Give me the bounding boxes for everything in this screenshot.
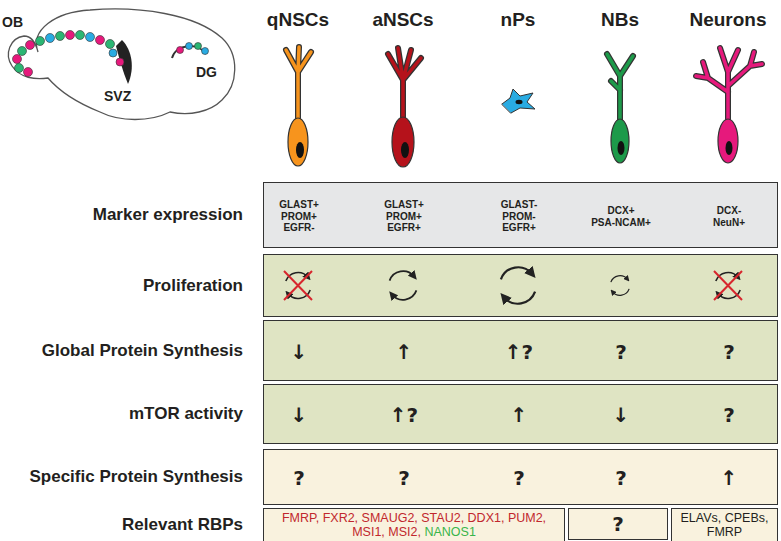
region-label: DG	[196, 64, 217, 80]
level-symbol: ?	[398, 466, 410, 490]
column-header: qNSCs	[267, 9, 329, 31]
box-fill	[263, 384, 778, 444]
level-symbol: ?	[513, 466, 525, 490]
column-header: nPs	[501, 9, 536, 31]
level-symbol: ↑	[721, 466, 738, 490]
column-header: Neurons	[689, 9, 766, 31]
marker-text: DCX- NeuN+	[697, 205, 761, 228]
row-box: Global Protein Synthesis↓↑↑???	[263, 320, 778, 381]
column-header: NBs	[601, 9, 639, 31]
level-symbol: ↓	[291, 340, 308, 364]
level-symbol: ↑?	[390, 403, 418, 427]
level-symbol: ↓	[613, 403, 630, 427]
cell-illustrations	[286, 47, 762, 167]
box-fill	[568, 508, 668, 540]
text-wrap: ELAVs, CPEBs, FMRP	[672, 509, 777, 541]
row-label: Marker expression	[93, 205, 243, 225]
proliferation-icons	[284, 267, 742, 303]
row-label: mTOR activity	[129, 404, 243, 424]
rbp-list: NANOS1	[424, 525, 475, 539]
level-symbol: ?	[723, 340, 735, 364]
row-label: Specific Protein Synthesis	[29, 467, 243, 487]
rbp-list: FMRP, FXR2, SMAUG2, STAU2, DDX1, PUM2, M…	[282, 511, 546, 539]
level-symbol: ?	[615, 466, 627, 490]
level-symbol: ↓	[291, 403, 308, 427]
row-box: Marker expressionGLAST+ PROM+ EGFR-GLAST…	[263, 182, 778, 248]
row-label: Proliferation	[143, 276, 243, 296]
brain-sketch	[8, 9, 234, 119]
row-box: mTOR activity↓↑?↑↓?	[263, 384, 778, 444]
level-symbol: ↑?	[505, 340, 533, 364]
level-symbol: ↑	[511, 403, 528, 427]
level-symbol: ?	[612, 512, 624, 536]
box-fill	[263, 320, 778, 381]
box-fill	[263, 182, 778, 248]
text-wrap: FMRP, FXR2, SMAUG2, STAU2, DDX1, PUM2, M…	[264, 509, 564, 541]
rbp-box: ELAVs, CPEBs, FMRP	[671, 508, 778, 541]
box-fill	[263, 449, 778, 505]
level-symbol: ?	[615, 340, 627, 364]
level-symbol: ↑	[396, 340, 413, 364]
box-fill	[263, 508, 565, 541]
text-flow: FMRP, FXR2, SMAUG2, STAU2, DDX1, PUM2, M…	[269, 511, 559, 539]
row-box: Proliferation	[263, 254, 778, 317]
row-label: Global Protein Synthesis	[42, 341, 243, 361]
region-label: SVZ	[104, 88, 131, 104]
level-symbol: ?	[723, 403, 735, 427]
marker-text: GLAST+ PROM+ EGFR-	[267, 199, 331, 234]
box-fill	[263, 254, 778, 317]
level-symbol: ?	[293, 466, 305, 490]
marker-text: DCX+ PSA-NCAM+	[589, 205, 653, 228]
row-box: Specific Protein Synthesis????↑	[263, 449, 778, 505]
marker-text: GLAST- PROM- EGFR+	[487, 199, 551, 234]
marker-text: GLAST+ PROM+ EGFR+	[372, 199, 436, 234]
text-flow: ELAVs, CPEBs, FMRP	[677, 511, 772, 539]
box-fill	[671, 508, 778, 541]
rbp-box: ?	[568, 508, 668, 540]
region-label: OB	[2, 14, 23, 30]
row-label: Relevant RBPs	[122, 515, 243, 535]
rbp-box: Relevant RBPsFMRP, FXR2, SMAUG2, STAU2, …	[263, 508, 565, 541]
column-header: aNSCs	[372, 9, 433, 31]
rbp-list: ELAVs, CPEBs, FMRP	[681, 511, 769, 539]
